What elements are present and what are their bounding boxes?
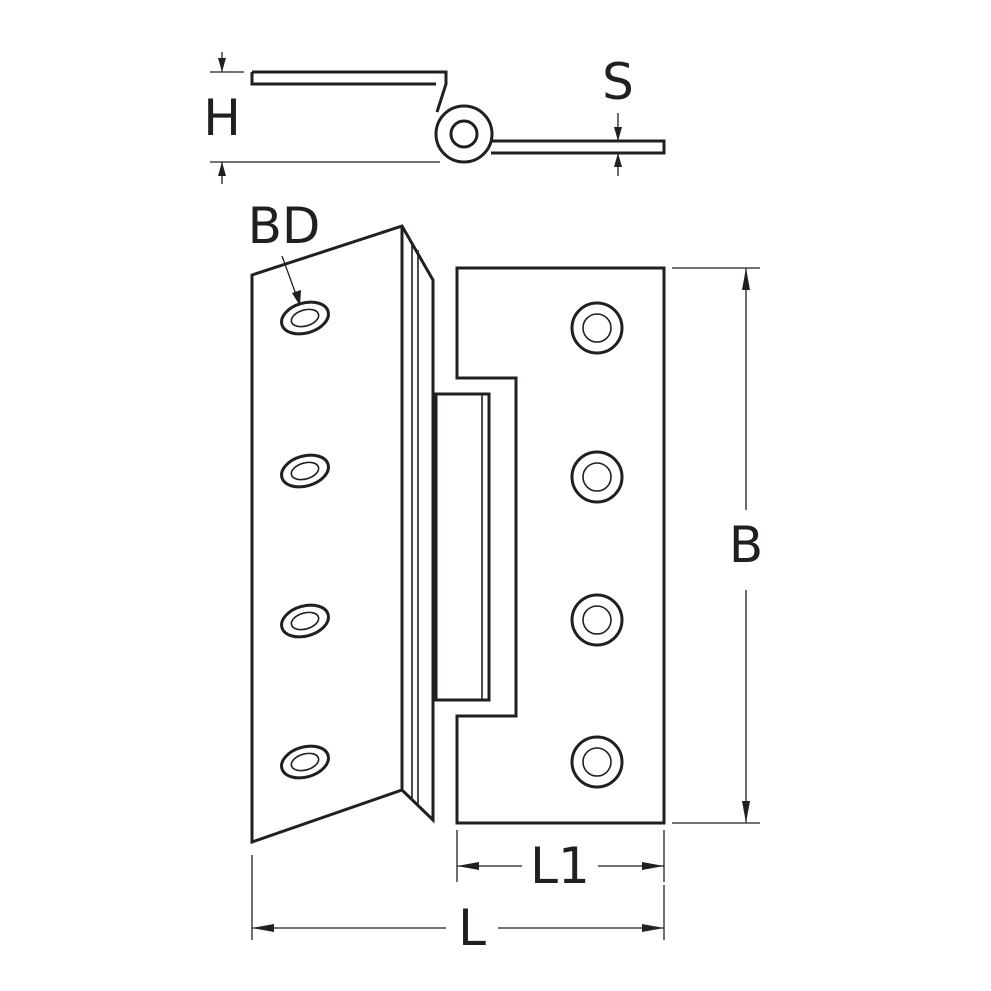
- side-view-lower-leaf: [490, 139, 666, 155]
- left-leaf-hole-2: [280, 453, 330, 489]
- hinge-side-view: [250, 70, 666, 164]
- right-leaf-hole-4: [570, 735, 624, 789]
- dimension-h: H: [203, 52, 440, 184]
- dimension-s: S: [602, 53, 634, 176]
- dimension-b: B: [672, 267, 763, 824]
- knuckle-body: [434, 392, 491, 702]
- hinge-right-leaf: [455, 266, 666, 825]
- dimension-label-l1: L1: [530, 837, 590, 895]
- hinge-knuckle: [434, 392, 491, 702]
- dimension-label-l: L: [458, 899, 486, 957]
- dimension-label-h: H: [203, 89, 241, 147]
- left-leaf-hole-1: [280, 300, 330, 336]
- dimension-label-s: S: [602, 53, 634, 111]
- dimension-bd: BD: [248, 197, 321, 306]
- hinge-left-leaf: [250, 224, 435, 845]
- side-view-knuckle: [434, 104, 494, 164]
- left-leaf-outline: [250, 224, 435, 845]
- dimension-label-bd: BD: [248, 197, 321, 255]
- right-leaf-hole-1: [570, 301, 624, 355]
- side-view-upper-leaf: [250, 70, 448, 113]
- left-leaf-hole-4: [280, 744, 330, 780]
- dimension-label-b: B: [729, 516, 763, 574]
- dimension-l1: L1: [456, 830, 665, 895]
- dimension-l: L: [251, 855, 665, 957]
- right-leaf-hole-2: [570, 450, 624, 504]
- side-view-pin: [449, 119, 479, 149]
- left-leaf-hole-3: [280, 603, 330, 639]
- right-leaf-hole-3: [570, 593, 624, 647]
- right-leaf-outline: [455, 266, 666, 825]
